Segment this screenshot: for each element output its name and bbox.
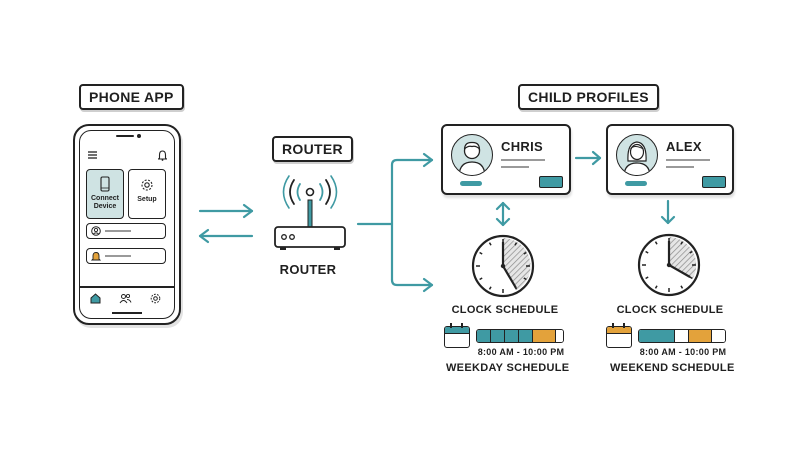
router-icon	[274, 175, 346, 250]
clock-icon-alex	[637, 233, 701, 297]
nav-divider	[80, 286, 174, 288]
router-caption: ROUTER	[279, 262, 337, 277]
bell-icon	[91, 252, 101, 261]
home-indicator	[112, 312, 142, 314]
home-icon[interactable]	[90, 293, 101, 304]
weekend-schedule-caption: WEEKEND SCHEDULE	[610, 362, 735, 374]
phone-icon	[100, 176, 110, 192]
users-icon[interactable]	[119, 293, 132, 304]
status-pill	[460, 181, 482, 186]
profile-card-alex[interactable]: ALEX	[606, 124, 734, 195]
row-placeholder-line	[105, 255, 131, 257]
router-label: ROUTER	[272, 136, 353, 162]
profile-action-button[interactable]	[539, 176, 563, 188]
gear-icon	[141, 179, 153, 191]
weekend-time-bar[interactable]	[638, 329, 726, 343]
detail-line	[501, 166, 529, 168]
weekday-schedule-caption: WEEKDAY SCHEDULE	[446, 362, 570, 374]
row-placeholder-line	[105, 230, 131, 232]
calendar-icon-weekday	[444, 326, 470, 348]
detail-line	[501, 159, 545, 161]
weekday-time-range: 8:00 AM - 10:00 PM	[477, 347, 565, 357]
clock-caption-chris: CLOCK SCHEDULE	[451, 304, 559, 316]
profile-row[interactable]	[86, 223, 166, 239]
weekday-time-bar[interactable]	[476, 329, 564, 343]
weekend-time-range: 8:00 AM - 10:00 PM	[639, 347, 727, 357]
settings-gear-icon[interactable]	[150, 293, 161, 304]
setup-label: Setup	[137, 196, 157, 203]
boy-avatar-icon	[451, 134, 493, 176]
menu-icon[interactable]	[88, 151, 97, 159]
profile-action-button[interactable]	[702, 176, 726, 188]
profile-name: ALEX	[666, 139, 702, 154]
girl-avatar-icon	[616, 134, 658, 176]
phone-mockup: Connect Device Setup	[73, 124, 181, 325]
connect-device-tile[interactable]: Connect Device	[86, 169, 124, 219]
calendar-icon-weekend	[606, 326, 632, 348]
profile-name: CHRIS	[501, 139, 543, 154]
user-icon	[91, 226, 101, 236]
clock-caption-alex: CLOCK SCHEDULE	[616, 304, 724, 316]
connect-device-label-2: Device	[93, 203, 117, 210]
profile-card-chris[interactable]: CHRIS	[441, 124, 571, 195]
bell-icon[interactable]	[158, 150, 167, 161]
phone-speaker	[116, 135, 134, 137]
phone-screen: Connect Device Setup	[79, 130, 175, 319]
clock-icon-chris	[471, 234, 535, 298]
setup-tile[interactable]: Setup	[128, 169, 166, 219]
detail-line	[666, 159, 710, 161]
child-profiles-label: CHILD PROFILES	[518, 84, 659, 110]
detail-line	[666, 166, 694, 168]
phone-app-label: PHONE APP	[79, 84, 184, 110]
status-pill	[625, 181, 647, 186]
phone-camera	[137, 134, 141, 138]
connect-device-label-1: Connect	[91, 195, 119, 202]
notification-row[interactable]	[86, 248, 166, 264]
